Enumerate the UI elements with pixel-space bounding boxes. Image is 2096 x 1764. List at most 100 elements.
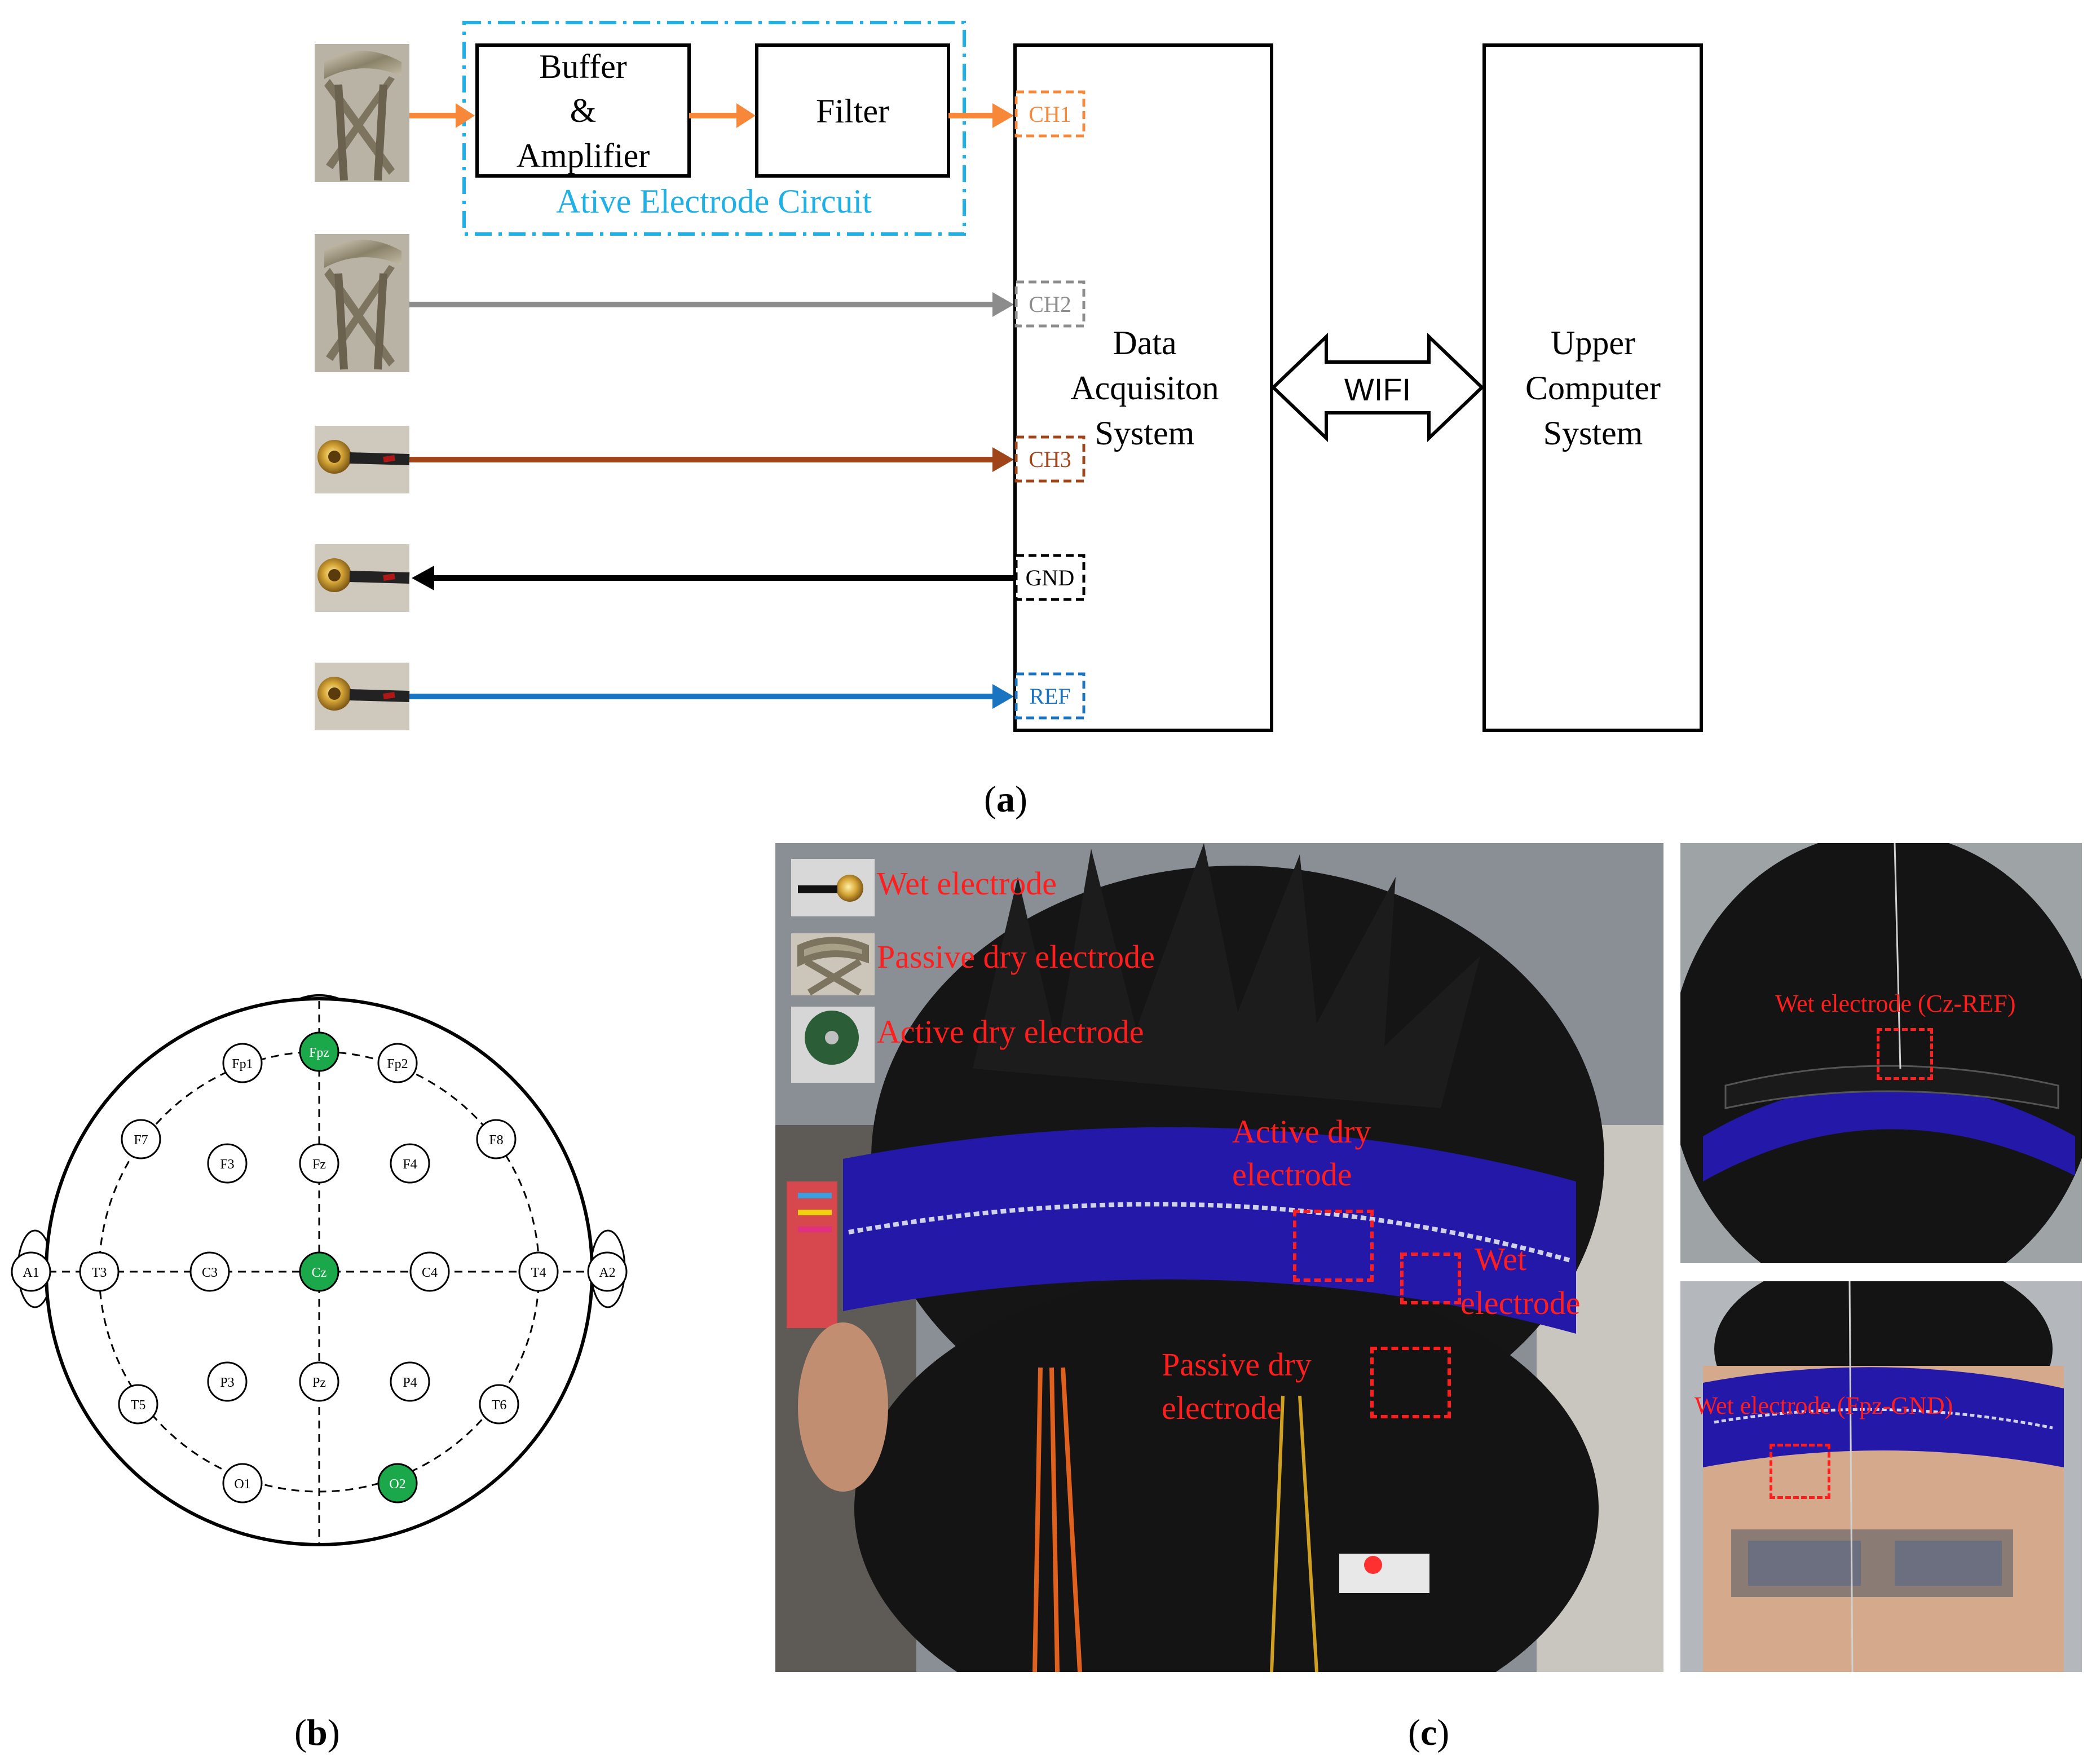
bottom-right-photo: Wet electrode (Fpz-GND) — [1680, 1281, 2082, 1672]
electrode-c3 — [189, 1251, 230, 1292]
buffer-line-2: & — [570, 92, 597, 129]
electrode-label-fz: Fz — [312, 1157, 326, 1172]
main-photo-drawing — [775, 843, 1663, 1672]
label-passive-dry-2: electrode — [1162, 1390, 1282, 1426]
electrode-f8 — [476, 1119, 517, 1159]
active-dry-marker — [1293, 1210, 1374, 1282]
ch2-port — [1014, 280, 1085, 328]
electrode-label-fp2: Fp2 — [387, 1057, 408, 1071]
headband — [843, 1127, 1576, 1334]
electrode-label-fp1: Fp1 — [232, 1057, 253, 1071]
wet-electrode-photo-2 — [315, 544, 410, 612]
filter-label: Filter — [816, 92, 889, 130]
electrode-a2 — [587, 1251, 628, 1292]
electrode-t3 — [79, 1251, 120, 1292]
upper-line-2: Computer — [1525, 369, 1661, 407]
top-right-photo: Wet electrode (Cz-REF) — [1680, 843, 2082, 1263]
gnd-port — [1014, 554, 1085, 601]
label-cz-ref: Wet electrode (Cz-REF) — [1775, 990, 2016, 1017]
gnd-arrow — [412, 566, 1015, 590]
electrode-pz — [299, 1361, 339, 1402]
electrode-p3 — [207, 1361, 248, 1402]
electrode-c4 — [409, 1251, 450, 1292]
label-fpz-gnd: Wet electrode (Fpz-GND) — [1695, 1392, 1953, 1419]
caption-b: (b) — [294, 1712, 340, 1753]
electrode-o1 — [222, 1463, 263, 1503]
passive-dry-marker — [1370, 1347, 1451, 1418]
ref-port — [1014, 672, 1085, 720]
active-circuit-label: Ative Electrode Circuit — [556, 183, 872, 220]
electrode-label-o1: O1 — [234, 1477, 250, 1492]
label-active-dry-1: Active dry — [1232, 1113, 1371, 1150]
active-circuit-box — [462, 21, 966, 236]
electrode-label-f8: F8 — [489, 1133, 503, 1148]
ch3-port — [1014, 435, 1085, 483]
caption-a: (a) — [984, 779, 1027, 820]
ch1-arrows — [409, 103, 1014, 128]
electrode-label-f4: F4 — [403, 1157, 417, 1172]
electrode-label-f7: F7 — [134, 1133, 148, 1148]
ch1-port — [1014, 90, 1085, 138]
electrode-label-pz: Pz — [312, 1375, 326, 1390]
electrode-a1 — [11, 1251, 51, 1292]
caption-c-letter: c — [1420, 1712, 1437, 1753]
dry-electrode-photo-1 — [315, 44, 409, 182]
upper-line-3: System — [1543, 414, 1643, 452]
electrode-label-o2: O2 — [389, 1477, 405, 1492]
label-wet-1: Wet — [1475, 1241, 1526, 1277]
dry-electrode-photo-2 — [315, 234, 409, 372]
electrode-p4 — [390, 1361, 430, 1402]
ref-label: REF — [1029, 683, 1070, 709]
buffer-amplifier-box — [475, 43, 691, 178]
ch1-label: CH1 — [1029, 102, 1071, 127]
electrode-fp1 — [222, 1043, 263, 1083]
electrode-label-p3: P3 — [220, 1375, 234, 1390]
electrode-label-t6: T6 — [492, 1398, 507, 1413]
electrode-label-a1: A1 — [23, 1265, 39, 1280]
label-passive-dry-1: Passive dry — [1162, 1346, 1312, 1383]
electrode-f3 — [207, 1143, 248, 1184]
top-right-photo-drawing — [1680, 843, 2082, 1263]
electrode-label-a2: A2 — [599, 1265, 615, 1280]
label-active-dry-2: electrode — [1232, 1156, 1352, 1193]
electrode-label-c3: C3 — [202, 1265, 218, 1280]
ch2-arrow — [409, 292, 1014, 317]
ear — [798, 1322, 888, 1492]
ch2-label: CH2 — [1029, 292, 1071, 317]
electrode-label-cz: Cz — [312, 1265, 327, 1280]
wet-marker — [1400, 1253, 1461, 1304]
legend-active-dry: Active dry electrode — [877, 1013, 1144, 1050]
electrode-label-t5: T5 — [131, 1398, 146, 1413]
legend-passive-dry: Passive dry electrode — [877, 938, 1155, 975]
wifi-label: WIFI — [1344, 372, 1411, 407]
cz-ref-marker — [1877, 1028, 1933, 1080]
daq-line-3: System — [1095, 414, 1195, 452]
gnd-label: GND — [1026, 565, 1075, 590]
buffer-line-3: Amplifier — [517, 137, 650, 174]
ref-arrow — [409, 684, 1014, 709]
electrode-t5 — [118, 1384, 158, 1425]
ch3-arrow — [409, 447, 1014, 472]
wet-electrode-photo-3 — [315, 663, 410, 730]
electrode-fp2 — [377, 1043, 418, 1083]
electrode-label-c4: C4 — [422, 1265, 438, 1280]
electrode-label-fpz: Fpz — [309, 1046, 329, 1060]
bottom-right-photo-drawing — [1680, 1281, 2082, 1672]
daq-line-2: Acquisiton — [1070, 369, 1219, 407]
diagram-a: Ative Electrode Circuit Buffer & Amplifi… — [315, 21, 1703, 732]
filter-box — [755, 43, 950, 178]
buffer-line-1: Buffer — [539, 48, 627, 85]
electrode-f7 — [121, 1119, 161, 1159]
electrode-label-t4: T4 — [531, 1265, 546, 1280]
electrode-t6 — [479, 1384, 519, 1425]
legend-wet: Wet electrode — [877, 865, 1057, 902]
wifi-double-arrow — [1270, 332, 1485, 443]
upper-computer-box — [1482, 43, 1703, 732]
caption-c: (c) — [1408, 1712, 1450, 1753]
fpz-gnd-marker — [1770, 1444, 1830, 1499]
caption-b-letter: b — [306, 1712, 328, 1753]
upper-line-1: Upper — [1551, 324, 1635, 361]
caption-a-letter: a — [996, 779, 1015, 820]
main-headband-photo: Wet electrode Passive dry electrode Acti… — [775, 843, 1663, 1672]
